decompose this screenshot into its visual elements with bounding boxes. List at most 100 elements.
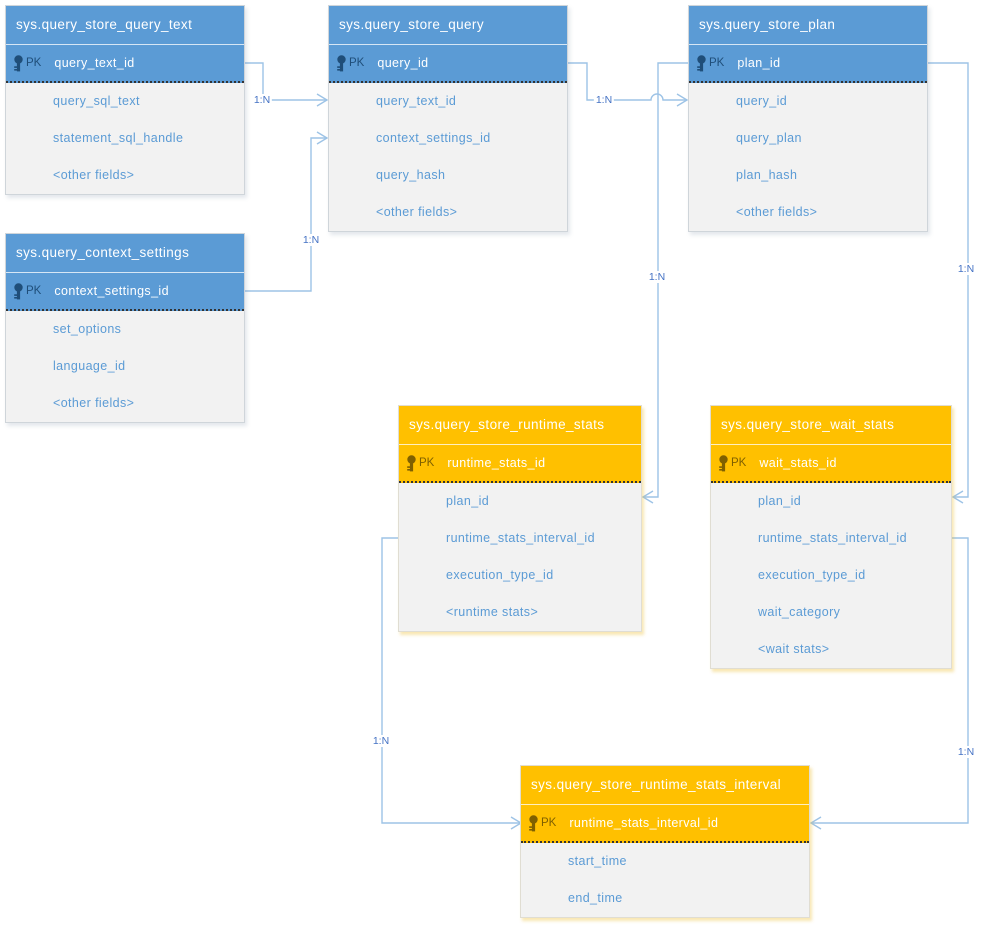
pk-label: PK [26, 285, 42, 297]
field-row: runtime_stats_interval_id [399, 520, 641, 557]
relationship-context-settings-to-query [245, 131, 329, 292]
pk-label: PK [349, 57, 365, 69]
pk-label: PK [26, 57, 42, 69]
table-title: sys.query_store_query_text [6, 6, 244, 45]
pk-row: PK query_text_id [6, 45, 244, 83]
entity-query-store-plan: sys.query_store_plan PK plan_id query_id… [688, 5, 928, 232]
field-name: start_time [568, 854, 627, 868]
key-icon [12, 282, 25, 300]
entity-query-store-query: sys.query_store_query PK query_id query_… [328, 5, 568, 232]
field-name: <other fields> [53, 396, 135, 410]
pk-row: PK plan_id [689, 45, 927, 83]
table-title: sys.query_store_plan [689, 6, 927, 45]
field-name: wait_category [758, 605, 841, 619]
field-name: statement_sql_handle [53, 131, 184, 145]
field-name: runtime_stats_interval_id [758, 531, 907, 545]
pk-row: PK context_settings_id [6, 273, 244, 311]
field-row: query_hash [329, 157, 567, 194]
pk-row: PK wait_stats_id [711, 445, 951, 483]
field-row: execution_type_id [399, 557, 641, 594]
field-name: <other fields> [736, 205, 818, 219]
field-row: <wait stats> [711, 631, 951, 668]
field-row: <other fields> [6, 157, 244, 194]
field-name: execution_type_id [446, 568, 554, 582]
pk-row: PK runtime_stats_interval_id [521, 805, 809, 843]
entity-query-store-runtime-stats: sys.query_store_runtime_stats PK runtime… [398, 405, 642, 632]
field-row: plan_id [399, 483, 641, 520]
entity-query-context-settings: sys.query_context_settings PK context_se… [5, 233, 245, 423]
table-title: sys.query_store_wait_stats [711, 406, 951, 445]
table-title: sys.query_store_query [329, 6, 567, 45]
field-name: query_id [736, 94, 788, 108]
field-row: query_text_id [329, 83, 567, 120]
field-name: plan_id [446, 494, 490, 508]
pk-field-name: query_text_id [54, 56, 135, 70]
field-name: plan_id [758, 494, 802, 508]
cardinality-label: 1:N [251, 94, 273, 106]
field-list: query_sql_text statement_sql_handle <other… [6, 83, 244, 194]
field-list: set_options language_id <other fields> [6, 311, 244, 422]
pk-row: PK query_id [329, 45, 567, 83]
field-name: execution_type_id [758, 568, 866, 582]
field-name: query_text_id [376, 94, 457, 108]
field-name: query_sql_text [53, 94, 140, 108]
entity-query-store-query-text: sys.query_store_query_text PK query_text… [5, 5, 245, 195]
field-name: <wait stats> [758, 642, 830, 656]
pk-field-name: wait_stats_id [759, 456, 837, 470]
field-row: context_settings_id [329, 120, 567, 157]
field-name: <other fields> [53, 168, 135, 182]
key-icon [695, 54, 708, 72]
field-name: set_options [53, 322, 122, 336]
field-row: query_sql_text [6, 83, 244, 120]
field-list: query_id query_plan plan_hash <other fields… [689, 83, 927, 231]
relationship-query-to-plan [568, 62, 689, 107]
field-row: execution_type_id [711, 557, 951, 594]
field-row: end_time [521, 880, 809, 917]
cardinality-label: 1:N [300, 234, 322, 246]
field-row: <other fields> [329, 194, 567, 231]
field-name: runtime_stats_interval_id [446, 531, 595, 545]
field-row: query_id [689, 83, 927, 120]
field-name: query_plan [736, 131, 802, 145]
field-name: language_id [53, 359, 126, 373]
field-row: <other fields> [6, 385, 244, 422]
field-row: wait_category [711, 594, 951, 631]
field-row: language_id [6, 348, 244, 385]
cardinality-label: 1:N [593, 94, 615, 106]
key-icon [527, 814, 540, 832]
pk-field-name: runtime_stats_interval_id [569, 816, 719, 830]
pk-label: PK [541, 817, 557, 829]
field-name: <other fields> [376, 205, 458, 219]
cardinality-label: 1:N [646, 271, 668, 283]
relationship-plan-to-runtime-stats [641, 62, 688, 504]
key-icon [12, 54, 25, 72]
field-row: runtime_stats_interval_id [711, 520, 951, 557]
table-title: sys.query_store_runtime_stats_interval [521, 766, 809, 805]
pk-field-name: context_settings_id [54, 284, 169, 298]
field-name: context_settings_id [376, 131, 491, 145]
field-row: set_options [6, 311, 244, 348]
field-row: plan_hash [689, 157, 927, 194]
field-list: start_time end_time [521, 843, 809, 917]
field-row: query_plan [689, 120, 927, 157]
key-icon [717, 454, 730, 472]
field-list: query_text_id context_settings_id query_ha… [329, 83, 567, 231]
field-list: plan_id runtime_stats_interval_id executio… [711, 483, 951, 668]
field-list: plan_id runtime_stats_interval_id executio… [399, 483, 641, 631]
pk-label: PK [709, 57, 725, 69]
field-name: <runtime stats> [446, 605, 539, 619]
field-name: query_hash [376, 168, 446, 182]
table-title: sys.query_context_settings [6, 234, 244, 273]
field-row: plan_id [711, 483, 951, 520]
cardinality-label: 1:N [955, 746, 977, 758]
entity-query-store-wait-stats: sys.query_store_wait_stats PK wait_stats… [710, 405, 952, 669]
table-title: sys.query_store_runtime_stats [399, 406, 641, 445]
pk-field-name: runtime_stats_id [447, 456, 546, 470]
field-row: <other fields> [689, 194, 927, 231]
field-name: plan_hash [736, 168, 798, 182]
pk-row: PK runtime_stats_id [399, 445, 641, 483]
pk-field-name: query_id [377, 56, 429, 70]
field-name: end_time [568, 891, 623, 905]
entity-query-store-runtime-stats-interval: sys.query_store_runtime_stats_interval P… [520, 765, 810, 918]
